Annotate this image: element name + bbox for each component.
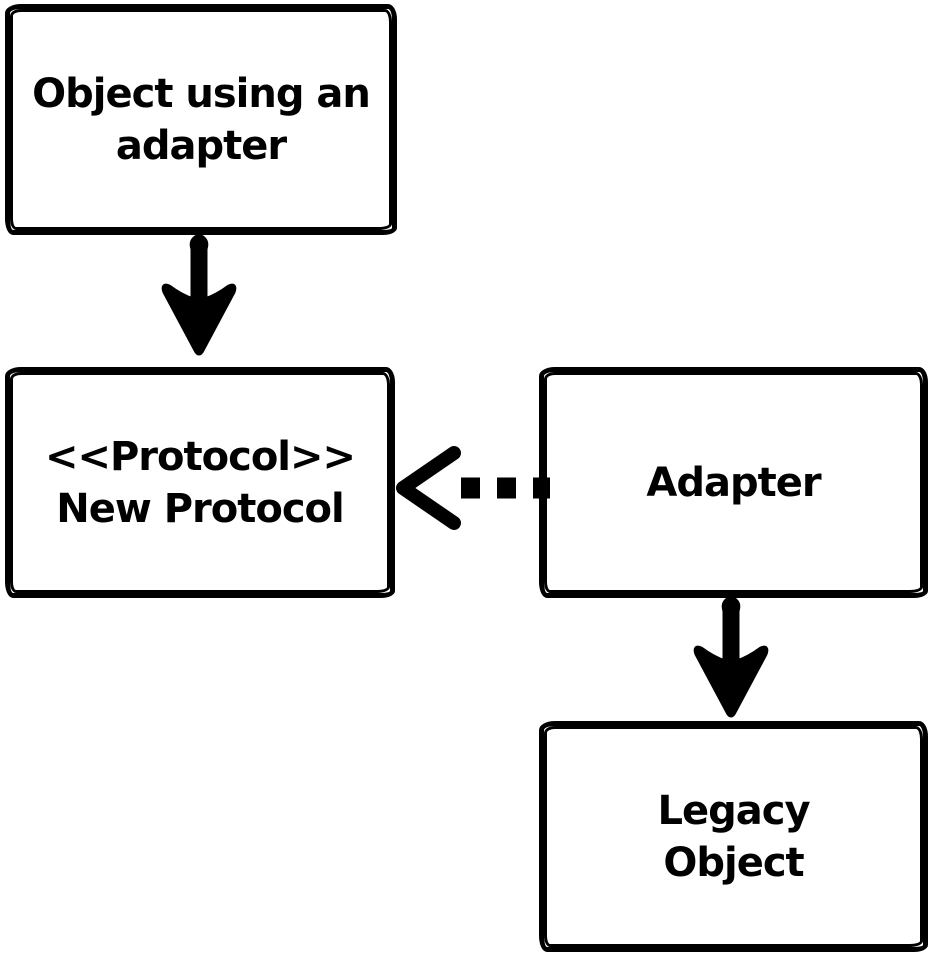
node-object-using-adapter: Object using an adapter	[5, 4, 397, 235]
node-label: Adapter	[646, 459, 821, 506]
arrow-object-to-protocol	[161, 234, 237, 356]
arrow-adapter-to-legacy	[693, 596, 769, 718]
node-label: <<Protocol>> New Protocol	[44, 433, 356, 532]
node-adapter: Adapter	[539, 367, 928, 598]
arrow-adapter-to-protocol	[396, 446, 550, 530]
node-label: Legacy Object	[657, 787, 810, 886]
node-label: Object using an adapter	[32, 70, 371, 169]
node-new-protocol: <<Protocol>> New Protocol	[5, 367, 395, 598]
node-legacy-object: Legacy Object	[539, 721, 928, 952]
